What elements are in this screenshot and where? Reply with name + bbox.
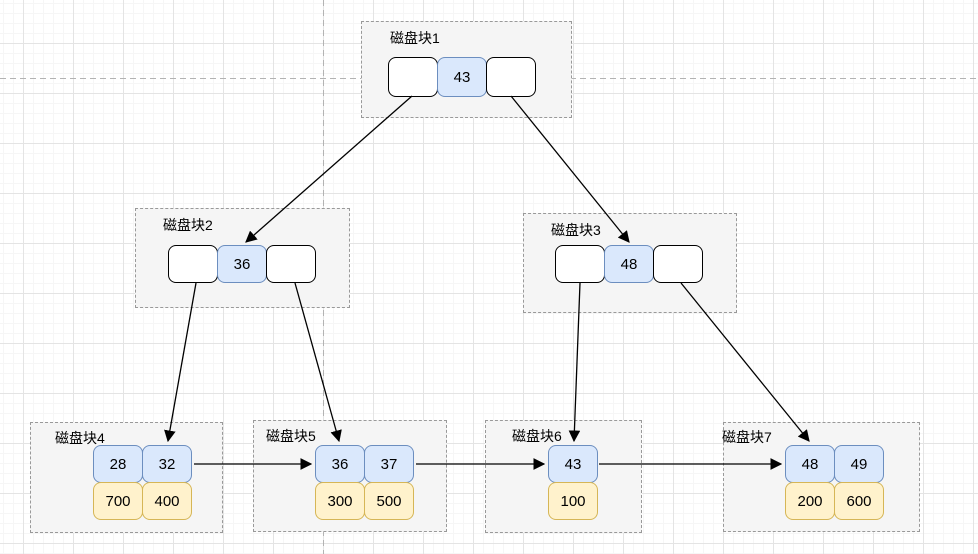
- b3-left-pointer-cell[interactable]: [555, 245, 605, 283]
- b6-value-cell-1[interactable]: 100: [548, 482, 598, 520]
- b4-key-cell-1[interactable]: 28: [93, 445, 143, 483]
- b4-key-cell-2[interactable]: 32: [142, 445, 192, 483]
- b5-key-cell-1[interactable]: 36: [315, 445, 365, 483]
- b7-key-cell-2[interactable]: 49: [834, 445, 884, 483]
- b5-value-cell-2[interactable]: 500: [364, 482, 414, 520]
- b1-right-pointer-cell[interactable]: [486, 57, 536, 97]
- disk-block-6-label: 磁盘块6: [512, 428, 562, 444]
- b3-right-pointer-cell[interactable]: [653, 245, 703, 283]
- b4-value-cell-1[interactable]: 700: [93, 482, 143, 520]
- disk-block-4-label: 磁盘块4: [55, 430, 105, 446]
- disk-block-2-label: 磁盘块2: [163, 217, 213, 233]
- b2-right-pointer-cell[interactable]: [266, 245, 316, 283]
- disk-block-1-label: 磁盘块1: [390, 30, 440, 46]
- b6-key-cell-1[interactable]: 43: [548, 445, 598, 483]
- b7-value-cell-1[interactable]: 200: [785, 482, 835, 520]
- b5-value-cell-1[interactable]: 300: [315, 482, 365, 520]
- b4-value-cell-2[interactable]: 400: [142, 482, 192, 520]
- b2-left-pointer-cell[interactable]: [168, 245, 218, 283]
- b5-key-cell-2[interactable]: 37: [364, 445, 414, 483]
- b7-key-cell-1[interactable]: 48: [785, 445, 835, 483]
- disk-block-7-label: 磁盘块7: [722, 429, 772, 445]
- disk-block-3-label: 磁盘块3: [551, 222, 601, 238]
- disk-block-5-label: 磁盘块5: [266, 428, 316, 444]
- b1-key-cell[interactable]: 43: [437, 57, 487, 97]
- b1-left-pointer-cell[interactable]: [388, 57, 438, 97]
- b2-key-cell[interactable]: 36: [217, 245, 267, 283]
- b7-value-cell-2[interactable]: 600: [834, 482, 884, 520]
- b3-key-cell[interactable]: 48: [604, 245, 654, 283]
